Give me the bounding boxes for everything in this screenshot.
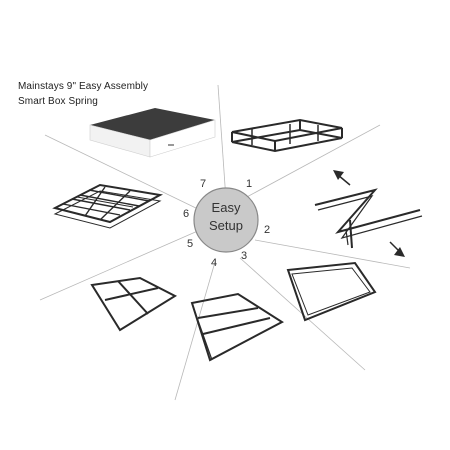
- step-number-6: 6: [182, 208, 190, 220]
- step-number-7: 7: [199, 178, 207, 190]
- divider-line: [217, 84, 227, 201]
- step-4-frame-with-rails: [190, 292, 284, 362]
- step-number-5: 5: [186, 238, 194, 250]
- box-spring-illustration: [89, 108, 216, 158]
- divider-line: [39, 229, 201, 301]
- step-number-2: 2: [263, 224, 271, 236]
- center-label-line-2: Setup: [209, 218, 243, 233]
- center-circle: [193, 187, 259, 253]
- step-number-1: 1: [245, 178, 253, 190]
- product-title-line-1: Mainstays 9" Easy Assembly: [18, 81, 149, 92]
- step-2-unfolding-frame: [314, 188, 423, 249]
- step-5-frame-with-center-rail: [90, 276, 178, 332]
- arrow-down-right-icon: [394, 247, 405, 257]
- divider-line: [174, 261, 216, 401]
- step-1-folded-frame: [231, 118, 343, 153]
- divider-line: [231, 124, 381, 206]
- step-number-4: 4: [210, 257, 218, 269]
- unfold-arrows: [333, 170, 405, 257]
- arrow-up-left-icon: [333, 170, 344, 180]
- divider-line: [44, 134, 201, 211]
- step-3-open-frame: [286, 261, 377, 322]
- step-number-3: 3: [240, 250, 248, 262]
- step-6-slat-grid: [52, 183, 164, 229]
- product-title-line-2: Smart Box Spring: [18, 96, 98, 107]
- radial-dividers: [39, 84, 411, 401]
- divider-line: [254, 239, 411, 269]
- center-label-line-1: Easy: [211, 200, 241, 215]
